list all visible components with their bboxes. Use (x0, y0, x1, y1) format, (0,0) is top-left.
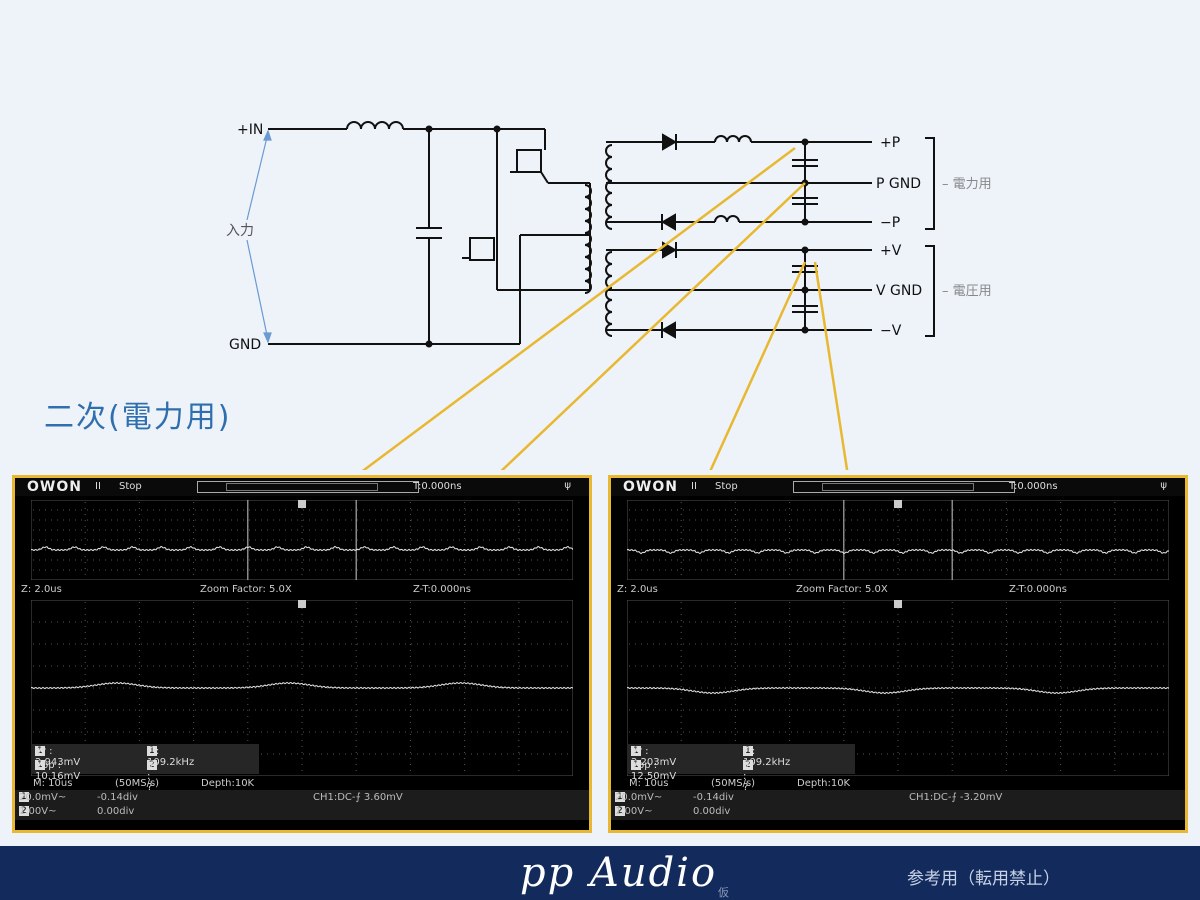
scope-logo: OWON (27, 479, 82, 495)
in-plus-label: +IN (237, 122, 263, 138)
power-group-label: – 電力用 (942, 177, 992, 192)
main-timebase-line: M: 10us (50MS/s) Depth:10K (15, 778, 589, 790)
section-title: 二次(電力用) (44, 400, 232, 435)
out-plus-v-label: +V (880, 243, 902, 259)
usb-icon: ψ (1160, 480, 1167, 491)
reference-note: 参考用（転用禁止） (907, 869, 1060, 889)
zoom-graticule (627, 600, 1169, 776)
main-timebase: M: 10us (629, 778, 669, 789)
ch2-offset: 0.00div (693, 806, 731, 817)
overview-graticule (627, 500, 1169, 580)
sample-rate: (50MS/s) (115, 778, 160, 789)
time-position-bar (793, 481, 1015, 493)
out-v-gnd-label: V GND (876, 283, 922, 299)
zoom-info: Z: 2.0us Zoom Factor: 5.0X Z-T:0.000ns (15, 582, 589, 598)
ch1-offset: -0.14div (97, 792, 138, 803)
main-timebase-line: M: 10us (50MS/s) Depth:10K (611, 778, 1185, 790)
scope-logo: OWON (623, 479, 678, 495)
overview-graticule (31, 500, 573, 580)
zoom-factor: Zoom Factor: 5.0X (796, 584, 888, 595)
sample-rate: (50MS/s) (711, 778, 756, 789)
input-label: 入力 (226, 223, 254, 239)
scope-header: OWON II Stop T:0.000ns ψ (15, 478, 589, 496)
circuit-schematic: +IN GND 入力 +P P GND −P +V V GND −V – 電力用… (226, 121, 992, 470)
usb-icon: ψ (564, 480, 571, 491)
in-gnd-label: GND (229, 337, 261, 353)
out-minus-v-label: −V (880, 323, 902, 339)
voltage-group-label: – 電圧用 (942, 284, 992, 299)
ch1-trigger: CH1:DC-⨍ -3.20mV (909, 792, 1003, 803)
zoom-timebase: Z: 2.0us (21, 584, 62, 595)
footer-bar (0, 846, 1200, 900)
scope-header: OWON II Stop T:0.000ns ψ (611, 478, 1185, 496)
oscilloscope-screen-left: OWON II Stop T:0.000ns ψ Z: 2.0us Zoom F… (12, 475, 592, 833)
ch2-offset: 0.00div (97, 806, 135, 817)
trigger-time: T:0.000ns (413, 481, 462, 492)
run-status: Stop (119, 481, 142, 492)
out-minus-p-label: −P (880, 215, 900, 231)
pause-icon: II (95, 481, 101, 492)
run-status: Stop (715, 481, 738, 492)
zoom-trigger-time: Z-T:0.000ns (1009, 584, 1067, 595)
brand-logo: pp Audio (520, 850, 718, 896)
memory-depth: Depth:10K (797, 778, 851, 789)
out-p-gnd-label: P GND (876, 176, 921, 192)
trigger-time: T:0.000ns (1009, 481, 1058, 492)
zoom-trigger-time: Z-T:0.000ns (413, 584, 471, 595)
ch1-trigger: CH1:DC-⨍ 3.60mV (313, 792, 403, 803)
pause-icon: II (691, 481, 697, 492)
main-timebase: M: 10us (33, 778, 73, 789)
ch1-offset: -0.14div (693, 792, 734, 803)
oscilloscope-screen-right: OWON II Stop T:0.000ns ψ Z: 2.0us Zoom F… (608, 475, 1188, 833)
out-plus-p-label: +P (880, 135, 900, 151)
zoom-info: Z: 2.0us Zoom Factor: 5.0X Z-T:0.000ns (611, 582, 1185, 598)
time-position-bar (197, 481, 419, 493)
zoom-factor: Zoom Factor: 5.0X (200, 584, 292, 595)
provisional-mark: 仮 (718, 886, 729, 899)
memory-depth: Depth:10K (201, 778, 255, 789)
zoom-timebase: Z: 2.0us (617, 584, 658, 595)
